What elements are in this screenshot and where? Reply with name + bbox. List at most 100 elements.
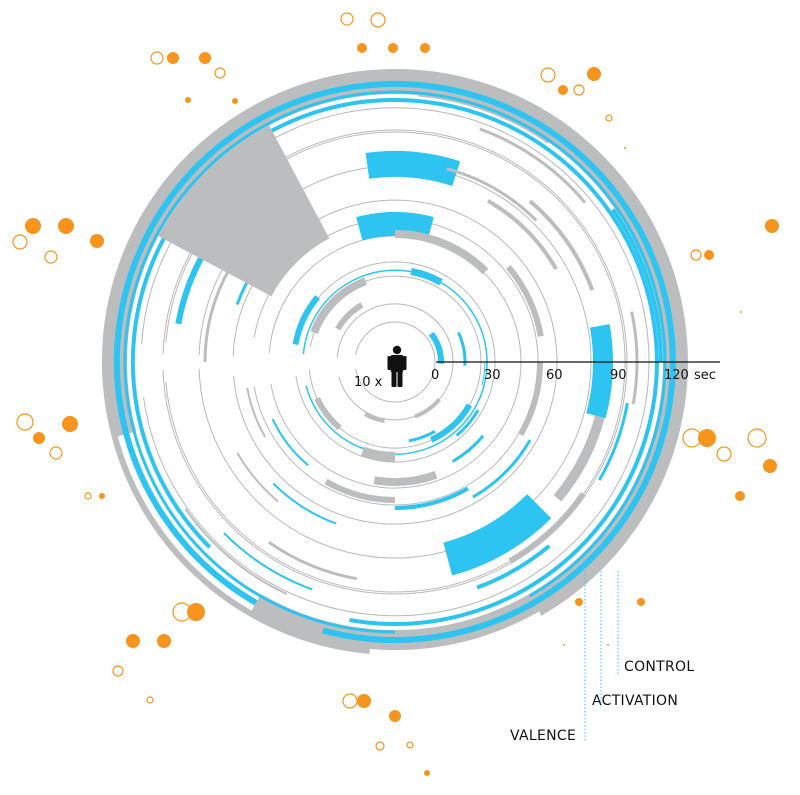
orange-dot [765, 219, 779, 233]
axis-tick-120: 120 [664, 368, 689, 383]
orange-ring-dot [44, 250, 58, 264]
gray-ring-segment [364, 412, 386, 424]
blue-ring-segment [457, 331, 467, 366]
orange-dot [388, 43, 398, 53]
gray-ring-segment [267, 540, 358, 581]
orange-ring-dot [214, 67, 226, 79]
gray-ring-segment [528, 199, 595, 291]
blue-ring-segment [223, 532, 313, 591]
orange-ring-dot [150, 51, 164, 65]
gray-ring-segment [553, 415, 605, 502]
blue-ring-segment [113, 80, 676, 643]
gray-ring-segment [101, 69, 688, 654]
orange-dot [420, 43, 430, 53]
gray-ring-segment [446, 167, 538, 222]
orange-ring-dot [12, 234, 28, 250]
orange-dot [637, 598, 645, 606]
orange-dot [357, 694, 371, 708]
orange-ring-dot [112, 665, 124, 677]
orange-dot [58, 218, 74, 234]
orange-dot [735, 491, 745, 501]
blue-ring-segment [586, 324, 613, 419]
orange-dot [698, 429, 716, 447]
axis-tick-30: 30 [484, 368, 501, 383]
orange-dot [126, 634, 140, 648]
blue-ring-segment [472, 439, 532, 499]
gray-ring-segment [394, 230, 489, 275]
orange-dot [587, 67, 601, 81]
orange-ring-dot [16, 413, 34, 431]
orange-ring-dot [605, 114, 613, 122]
gray-ring-segment [310, 277, 368, 335]
blue-ring-segment [123, 90, 667, 634]
orange-dot [187, 603, 205, 621]
legend-valence-label: VALENCE [510, 728, 576, 744]
multiplier-label: 10 x [354, 375, 383, 390]
blue-ring-segment [365, 151, 461, 187]
orange-dot [157, 634, 171, 648]
axis-tick-60: 60 [546, 368, 563, 383]
blue-ring-segment [443, 493, 552, 576]
blue-ring-segment [410, 267, 443, 286]
gray-ring-segment [506, 264, 544, 337]
gray-ring-segment [184, 508, 288, 595]
orange-ring-dot [690, 249, 702, 261]
orange-dot [563, 644, 565, 646]
orange-dot [558, 85, 568, 95]
orange-ring-dot [747, 428, 767, 448]
blue-ring-segment [394, 486, 470, 510]
orange-dot [62, 416, 78, 432]
axis-unit-label: sec [694, 368, 716, 383]
orange-dot [357, 43, 367, 53]
orange-dot [740, 311, 742, 313]
blue-ring-segment [598, 402, 629, 481]
ring-layer [101, 69, 688, 654]
guide-ring-arc [355, 321, 436, 403]
guide-ring-arc [295, 261, 496, 463]
gray-ring-segment [373, 471, 438, 486]
orange-ring-dot [716, 446, 732, 462]
orange-dot [232, 98, 238, 104]
gray-ring-segment [486, 199, 558, 271]
orange-dot [424, 770, 430, 776]
blue-ring-segment [272, 482, 337, 525]
orange-dot [199, 52, 211, 64]
blue-ring-segment [271, 418, 309, 467]
gray-wedge [158, 125, 330, 297]
orange-ring-dot [49, 446, 63, 460]
gray-ring-segment [314, 396, 342, 431]
axis-tick-90: 90 [610, 368, 627, 383]
gray-ring-segment [324, 478, 396, 503]
orange-dot [185, 97, 191, 103]
blue-ring-segment [611, 208, 663, 363]
legend-control-label: CONTROL [624, 659, 694, 675]
blue-ring-segment [476, 544, 551, 590]
blue-ring-segment [302, 269, 488, 455]
orange-dot [167, 52, 179, 64]
gray-ring-segment [479, 127, 587, 204]
orange-ring-dot [370, 12, 386, 28]
orange-dot [624, 147, 626, 149]
person-icon [387, 345, 407, 387]
orange-ring-dot [146, 696, 154, 704]
blue-ring-segment [455, 409, 480, 437]
orange-ring-dot [342, 693, 358, 709]
orange-dot [575, 598, 583, 606]
orange-ring-dot [84, 492, 92, 500]
blue-ring-segment [356, 212, 434, 241]
orange-dot [99, 493, 105, 499]
orange-ring-dot [406, 741, 414, 749]
orange-ring-dot [540, 67, 556, 83]
gray-ring-segment [335, 302, 364, 331]
guide-ring-arc [268, 235, 522, 489]
orange-dot [33, 432, 45, 444]
gray-ring-segment [517, 361, 544, 436]
orange-dot [704, 250, 714, 260]
orange-dot [607, 644, 609, 646]
gray-ring-segment [203, 266, 232, 363]
gray-ring-segment [418, 93, 550, 144]
gray-ring-segment [246, 387, 266, 438]
gray-ring-segment [236, 452, 279, 503]
blue-ring-segment [130, 97, 659, 626]
